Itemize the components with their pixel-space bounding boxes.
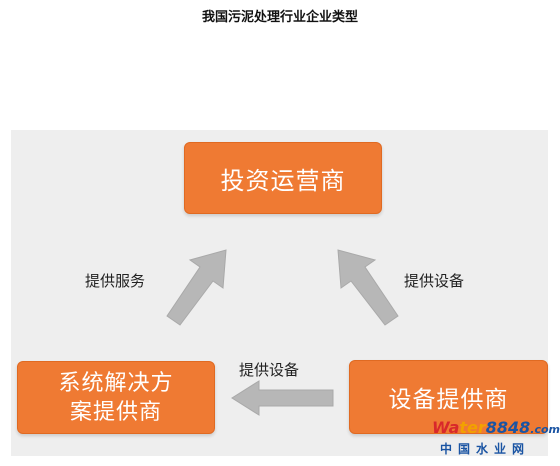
node-investment-operator: 投资运营商	[184, 142, 382, 214]
edge-label-left-to-top: 提供服务	[85, 272, 146, 290]
watermark: Water8848.com 中国水业网	[432, 418, 560, 462]
node-system-solution-label-line1: 系统解决方	[58, 370, 174, 396]
watermark-logo-suffix: .com	[530, 423, 560, 436]
watermark-chinese: 中国水业网	[440, 442, 531, 456]
page-title: 我国污泥处理行业企业类型	[201, 10, 358, 25]
node-system-solution-label-line2: 案提供商	[69, 399, 162, 425]
edge-label-right-to-top: 提供设备	[404, 272, 465, 290]
arrow-left-to-top	[166, 249, 227, 326]
node-equipment-provider: 设备提供商	[349, 360, 548, 434]
watermark-logo-part3: 8848	[485, 418, 531, 437]
node-equipment-provider-label: 设备提供商	[388, 387, 509, 413]
watermark-logo-part2: ter	[459, 418, 486, 437]
arrow-right-to-left	[231, 380, 334, 416]
edge-label-right-to-left: 提供设备	[239, 361, 300, 379]
node-investment-operator-label: 投资运营商	[220, 166, 346, 195]
node-system-solution-provider: 系统解决方 案提供商	[17, 361, 215, 434]
watermark-logo: Water8848.com	[432, 418, 560, 437]
watermark-logo-part1: Wa	[432, 418, 460, 437]
arrow-right-to-top	[337, 249, 399, 326]
